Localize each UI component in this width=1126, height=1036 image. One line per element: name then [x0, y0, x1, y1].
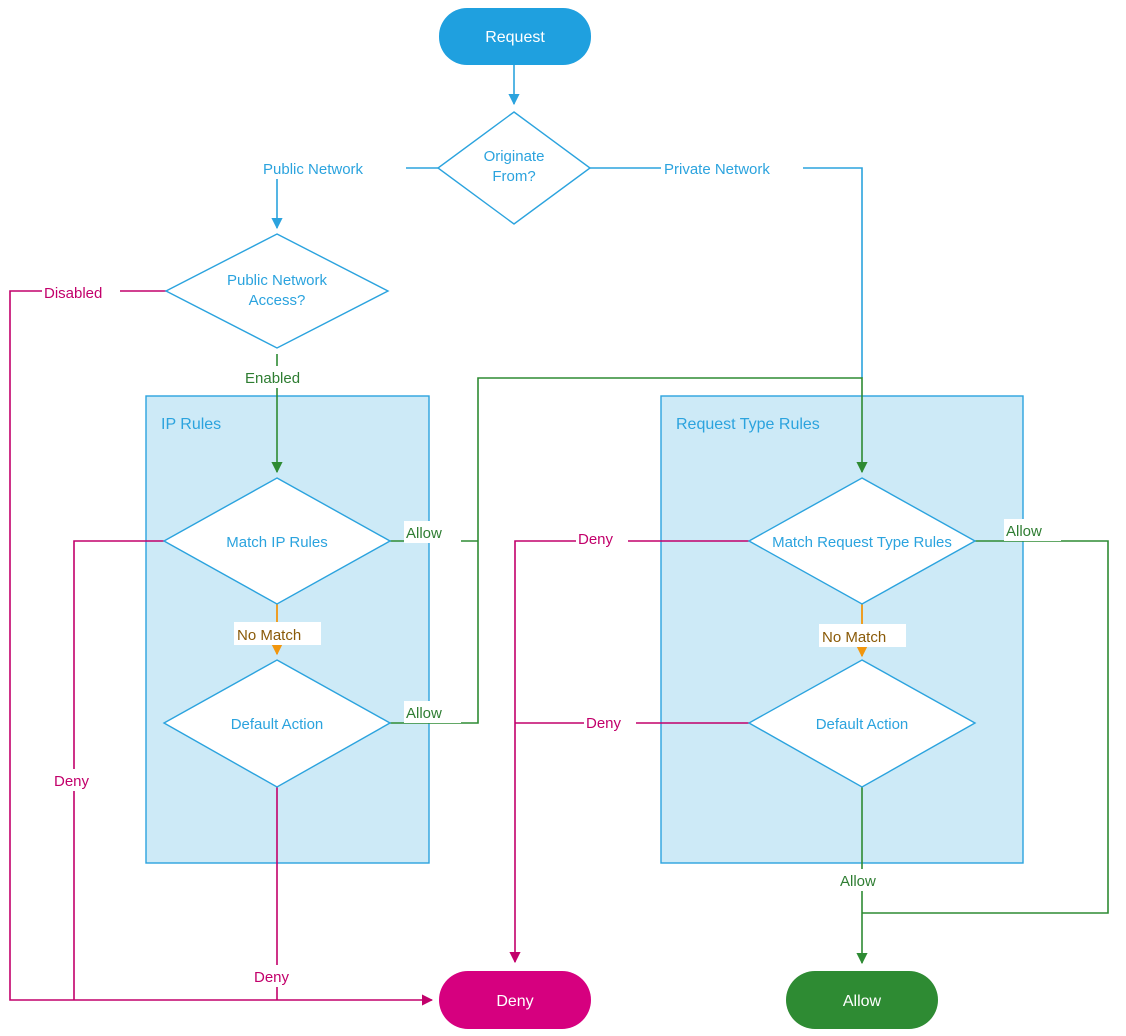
- svg-text:Public Network: Public Network: [263, 161, 364, 178]
- node-request-label: Request: [485, 29, 545, 46]
- edge-ip-deny: [73, 540, 164, 1000]
- node-public-network-access-label-line2: Access?: [249, 292, 306, 309]
- edge-label-ip-default-allow: Allow: [404, 701, 461, 723]
- node-deny-terminal[interactable]: Deny: [439, 971, 591, 1029]
- node-public-network-access-label-line1: Public Network: [227, 272, 328, 289]
- svg-text:Deny: Deny: [586, 715, 622, 732]
- edge-ip-allow-to-request-type: [477, 377, 868, 541]
- svg-text:Allow: Allow: [840, 873, 876, 890]
- svg-text:Private Network: Private Network: [664, 161, 770, 178]
- node-allow-terminal-label: Allow: [843, 993, 882, 1010]
- edge-label-private-network: Private Network: [661, 157, 803, 179]
- group-request-type-rules: Request Type Rules: [660, 395, 1024, 864]
- node-default-action-right-label: Default Action: [816, 716, 909, 733]
- edge-label-rt-allow: Allow: [1004, 519, 1061, 541]
- edge-label-public-network: Public Network: [262, 157, 406, 179]
- edge-label-ip-deny: Deny: [52, 769, 104, 791]
- node-match-request-type-rules-label: Match Request Type Rules: [772, 534, 952, 551]
- edge-label-rt-no-match: No Match: [819, 624, 906, 647]
- edge-label-ip-allow: Allow: [404, 521, 461, 543]
- node-originate-from[interactable]: Originate From?: [436, 111, 592, 225]
- node-default-action-left[interactable]: Default Action: [162, 659, 392, 788]
- svg-text:Enabled: Enabled: [245, 370, 300, 387]
- edge-rt-deny: [509, 540, 749, 964]
- svg-text:Deny: Deny: [578, 531, 614, 548]
- edge-label-rt-default-allow: Allow: [838, 869, 895, 891]
- node-match-ip-rules[interactable]: Match IP Rules: [162, 477, 392, 605]
- svg-text:Allow: Allow: [406, 705, 442, 722]
- node-originate-from-label-line2: From?: [492, 168, 535, 185]
- edge-label-enabled: Enabled: [243, 366, 313, 388]
- svg-text:Allow: Allow: [1006, 523, 1042, 540]
- node-public-network-access[interactable]: Public Network Access?: [164, 233, 390, 349]
- group-request-type-rules-label: Request Type Rules: [676, 416, 820, 433]
- svg-text:Deny: Deny: [54, 773, 90, 790]
- edge-label-disabled: Disabled: [42, 281, 120, 303]
- edge-label-rt-deny: Deny: [576, 527, 628, 549]
- node-request[interactable]: Request: [439, 8, 591, 65]
- node-match-request-type-rules[interactable]: Match Request Type Rules: [747, 477, 977, 605]
- svg-text:Deny: Deny: [254, 969, 290, 986]
- node-default-action-left-label: Default Action: [231, 716, 324, 733]
- svg-text:No Match: No Match: [237, 627, 301, 644]
- node-allow-terminal[interactable]: Allow: [786, 971, 938, 1029]
- group-ip-rules-label: IP Rules: [161, 416, 221, 433]
- edge-label-ip-default-deny: Deny: [252, 965, 304, 987]
- node-originate-from-label-line1: Originate: [484, 148, 545, 165]
- edge-private-network: [590, 167, 863, 378]
- svg-text:Allow: Allow: [406, 525, 442, 542]
- node-default-action-right[interactable]: Default Action: [747, 659, 977, 788]
- svg-text:Disabled: Disabled: [44, 285, 102, 302]
- edge-label-ip-no-match: No Match: [234, 622, 321, 645]
- svg-text:No Match: No Match: [822, 629, 886, 646]
- node-deny-terminal-label: Deny: [496, 993, 533, 1010]
- edge-label-rt-default-deny: Deny: [584, 711, 636, 733]
- node-match-ip-rules-label: Match IP Rules: [226, 534, 327, 551]
